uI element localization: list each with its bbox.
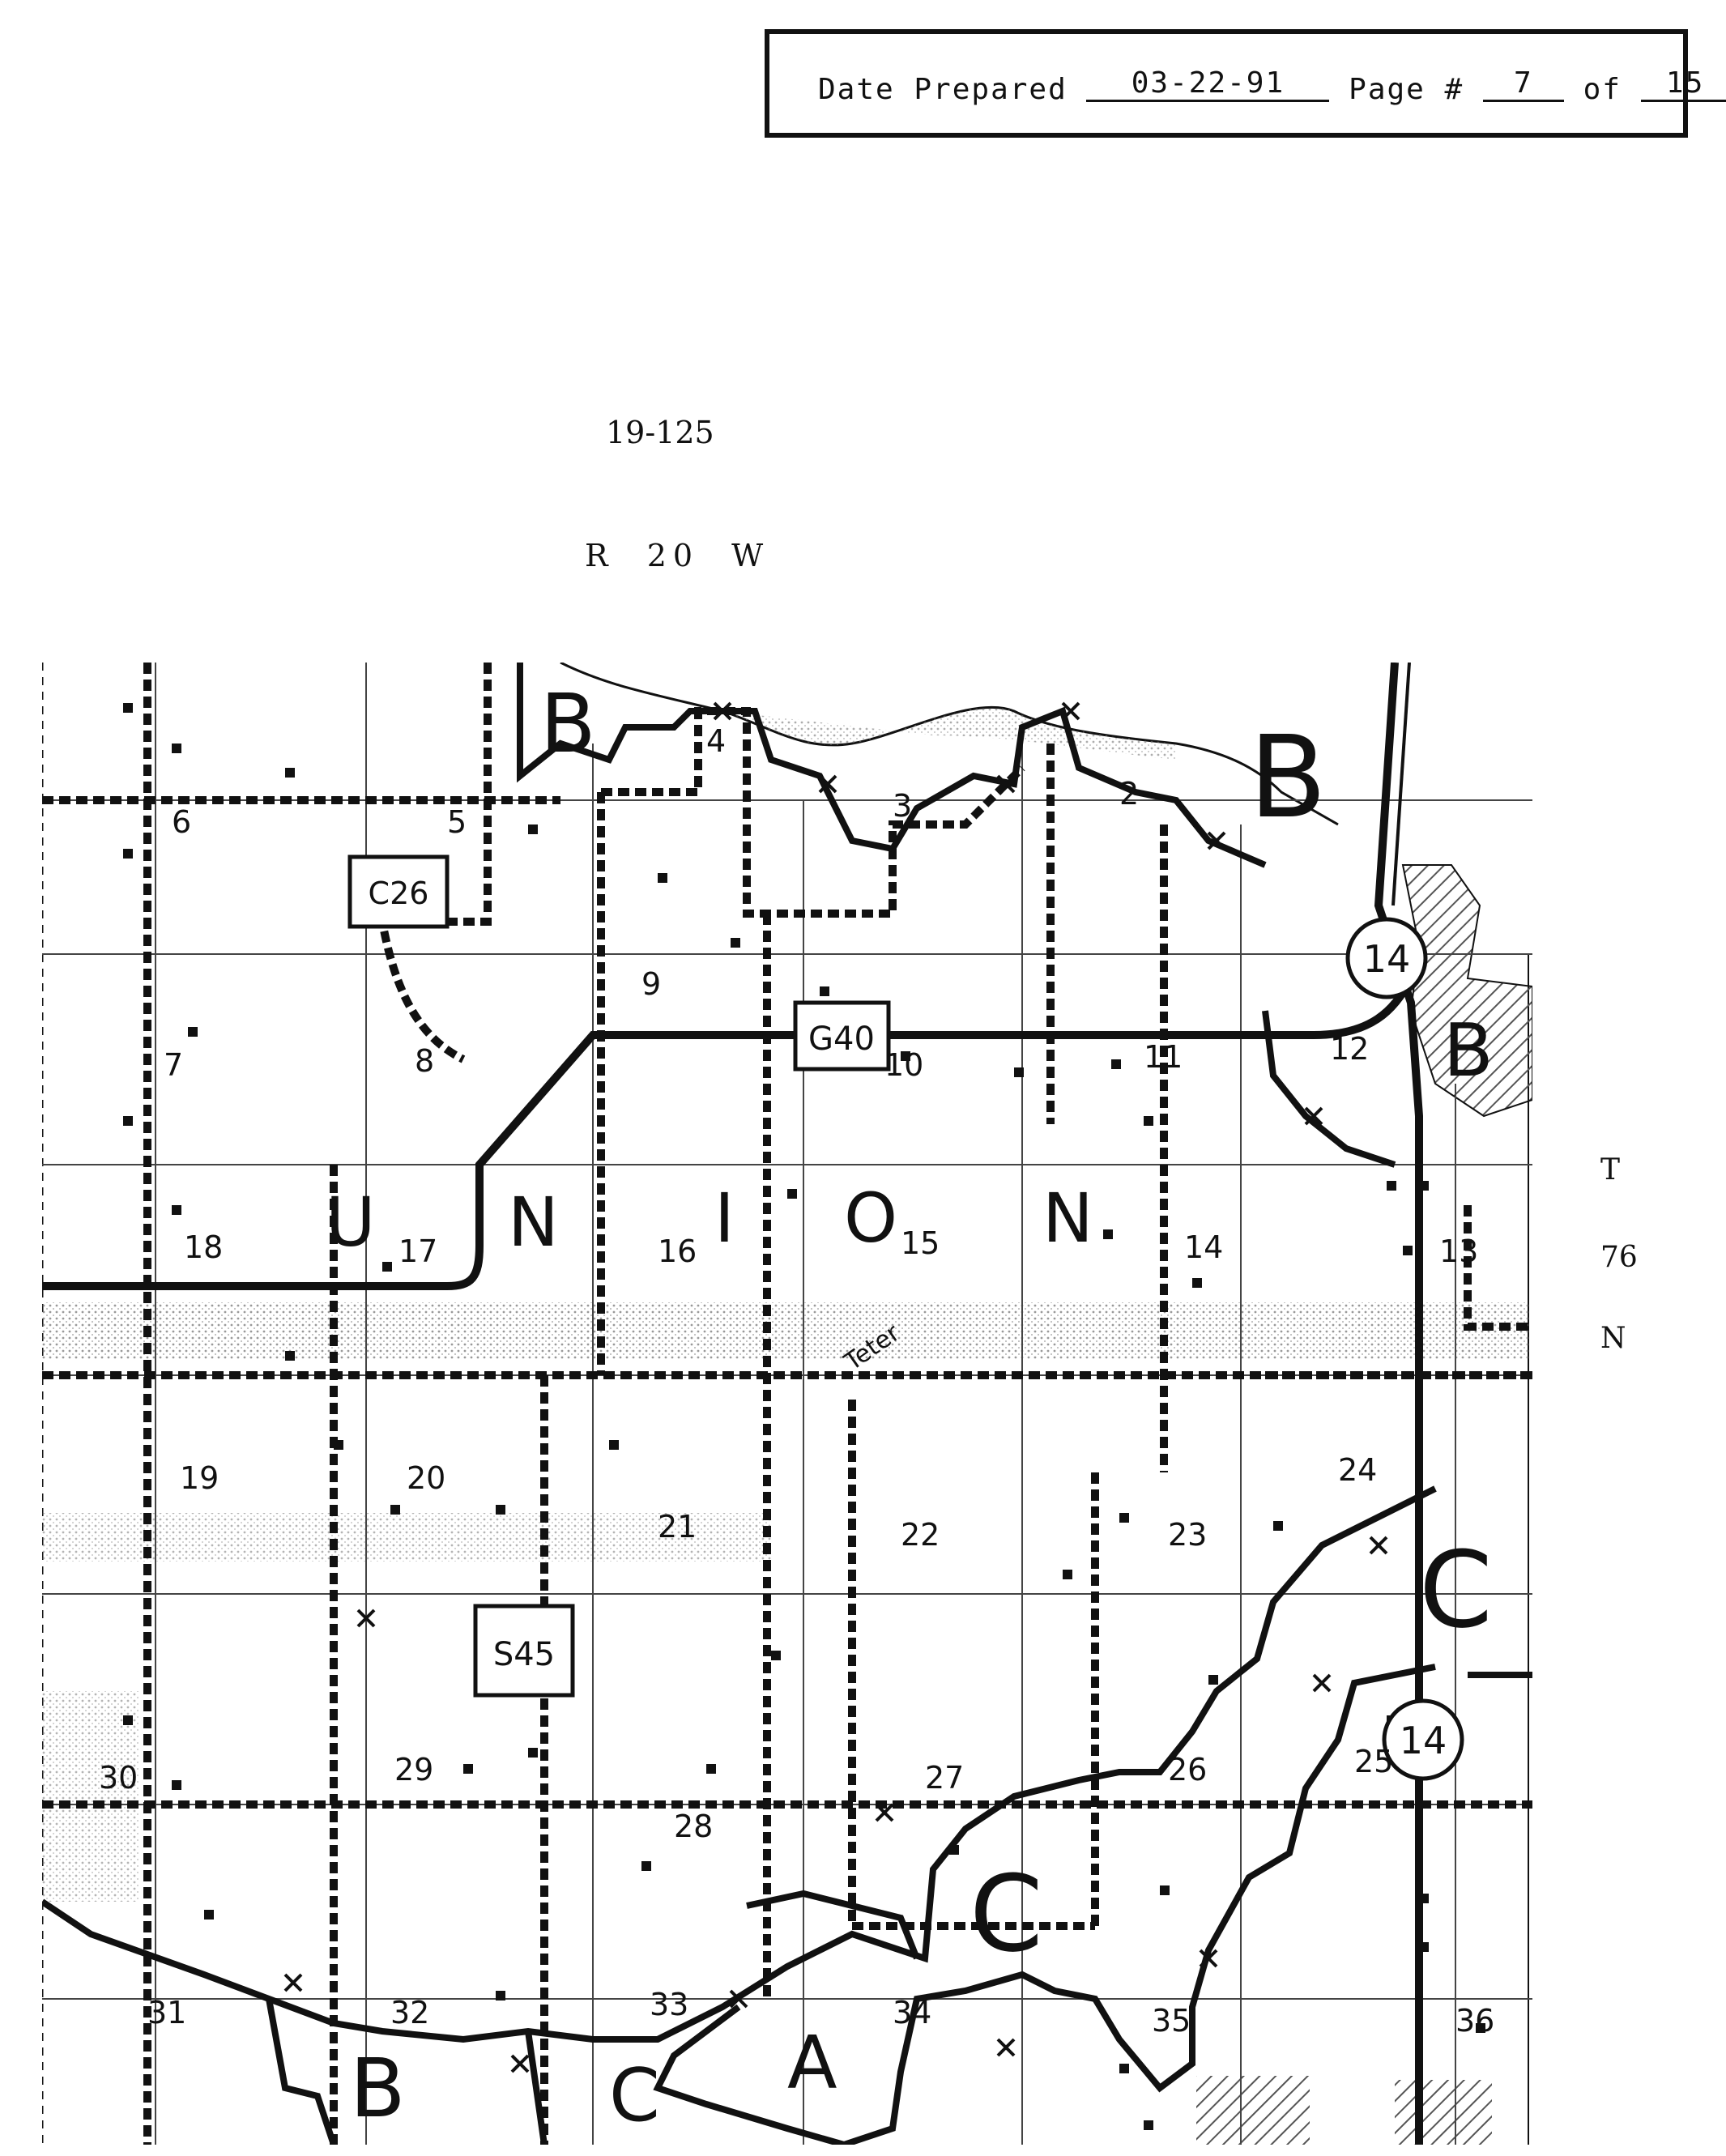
zone-label: B — [350, 2041, 406, 2136]
zone-label: C — [609, 2053, 660, 2138]
section-number: 27 — [925, 1760, 964, 1796]
township-number: 76 — [1600, 1241, 1638, 1274]
township-letter-n2: N — [1042, 1178, 1093, 1258]
route-14-marker-north: 14 — [1345, 917, 1428, 999]
zone-label: C — [970, 1852, 1043, 1975]
date-prepared-value: 03-22-91 — [1086, 66, 1330, 102]
zone-labels: B B B B C C C A — [350, 676, 1494, 2138]
township-direction: N — [1600, 1322, 1626, 1355]
section-grid — [42, 663, 1532, 2145]
township-letter: T — [1600, 1153, 1621, 1187]
section-number: 3 — [893, 788, 912, 824]
section-number: 36 — [1455, 2003, 1494, 2039]
section-number: 11 — [1144, 1039, 1183, 1075]
hatched-areas — [1196, 864, 1533, 2145]
section-number: 10 — [884, 1047, 923, 1083]
section-number: 21 — [658, 1509, 697, 1545]
page-of-label: of — [1583, 73, 1622, 106]
page-number-label: Page # — [1349, 73, 1464, 106]
section-number: 17 — [398, 1234, 437, 1269]
section-number: 12 — [1330, 1031, 1369, 1067]
road-label-s45: S45 — [493, 1636, 555, 1673]
section-number: 16 — [658, 1234, 697, 1269]
section-number: 25 — [1354, 1744, 1393, 1779]
section-number: 14 — [1184, 1229, 1223, 1265]
zone-label: B — [540, 676, 596, 771]
page-number-value: 7 — [1482, 66, 1564, 102]
section-number: 31 — [147, 1995, 186, 2030]
township-boundary — [40, 663, 1532, 2149]
zone-label: B — [1443, 1008, 1494, 1093]
township-letter-o: O — [844, 1178, 897, 1258]
header-line: Date Prepared 03-22-91 Page # 7 of 15 — [818, 66, 1726, 109]
route-label-south: 14 — [1400, 1719, 1447, 1762]
section-number: 32 — [390, 1995, 429, 2030]
section-number: 20 — [407, 1460, 445, 1496]
section-number: 23 — [1168, 1517, 1207, 1553]
road-shield-s45: S45 — [473, 1604, 575, 1698]
highway-g40 — [42, 976, 1415, 1290]
township-letter-i: I — [714, 1178, 735, 1258]
page-total-value: 15 — [1640, 66, 1726, 102]
township-name: U N I O N — [326, 1178, 1093, 1262]
section-number: 33 — [650, 1987, 688, 2022]
section-number: 35 — [1152, 2003, 1191, 2039]
building-markers — [123, 703, 1485, 2130]
section-number: 22 — [901, 1517, 940, 1553]
zone-label: B — [1249, 712, 1327, 844]
township-map: G40 C26 S45 14 14 U N I O N B B B B C C … — [40, 661, 1533, 2149]
section-number: 19 — [180, 1460, 219, 1496]
road-shield-g40: G40 — [793, 1000, 891, 1072]
highway-14 — [1374, 662, 1423, 2145]
section-number: 24 — [1338, 1452, 1377, 1488]
section-number: 34 — [893, 1995, 931, 2030]
range-label: R 20 W — [585, 538, 770, 573]
zone-label: A — [787, 2021, 837, 2106]
township-letter-n1: N — [508, 1182, 559, 1262]
section-number: 2 — [1119, 776, 1139, 812]
section-number: 28 — [674, 1809, 713, 1844]
road-label-c26: C26 — [369, 876, 429, 911]
section-number: 30 — [99, 1760, 138, 1796]
road-label-g40: G40 — [808, 1020, 875, 1058]
fence-cross-marks — [283, 701, 1388, 2073]
township-letter-u: U — [326, 1182, 375, 1262]
section-number: 26 — [1168, 1752, 1207, 1787]
header-box: Date Prepared 03-22-91 Page # 7 of 15 — [765, 29, 1726, 138]
map-frame — [40, 663, 1529, 2145]
route-label-north: 14 — [1363, 937, 1411, 981]
route-14-marker-south: 14 — [1382, 1698, 1464, 1781]
zone-label: C — [1419, 1528, 1493, 1651]
section-number: 6 — [172, 804, 191, 840]
section-number: 4 — [706, 723, 726, 759]
section-number: 15 — [901, 1225, 940, 1261]
road-shield-c26: C26 — [347, 854, 450, 929]
section-number: 7 — [164, 1047, 183, 1083]
river-shoreline — [560, 661, 1339, 826]
date-prepared-label: Date Prepared — [818, 73, 1068, 106]
map-id: 19-125 — [606, 415, 714, 450]
section-number: 5 — [447, 804, 467, 840]
section-number: 8 — [415, 1043, 434, 1079]
section-number: 29 — [394, 1752, 433, 1787]
section-number: 13 — [1439, 1234, 1478, 1269]
section-boundary-roads — [42, 663, 1532, 2145]
dotted-floodplain — [42, 1302, 1528, 1902]
section-number: 18 — [184, 1229, 223, 1265]
section-number: 9 — [641, 966, 661, 1002]
